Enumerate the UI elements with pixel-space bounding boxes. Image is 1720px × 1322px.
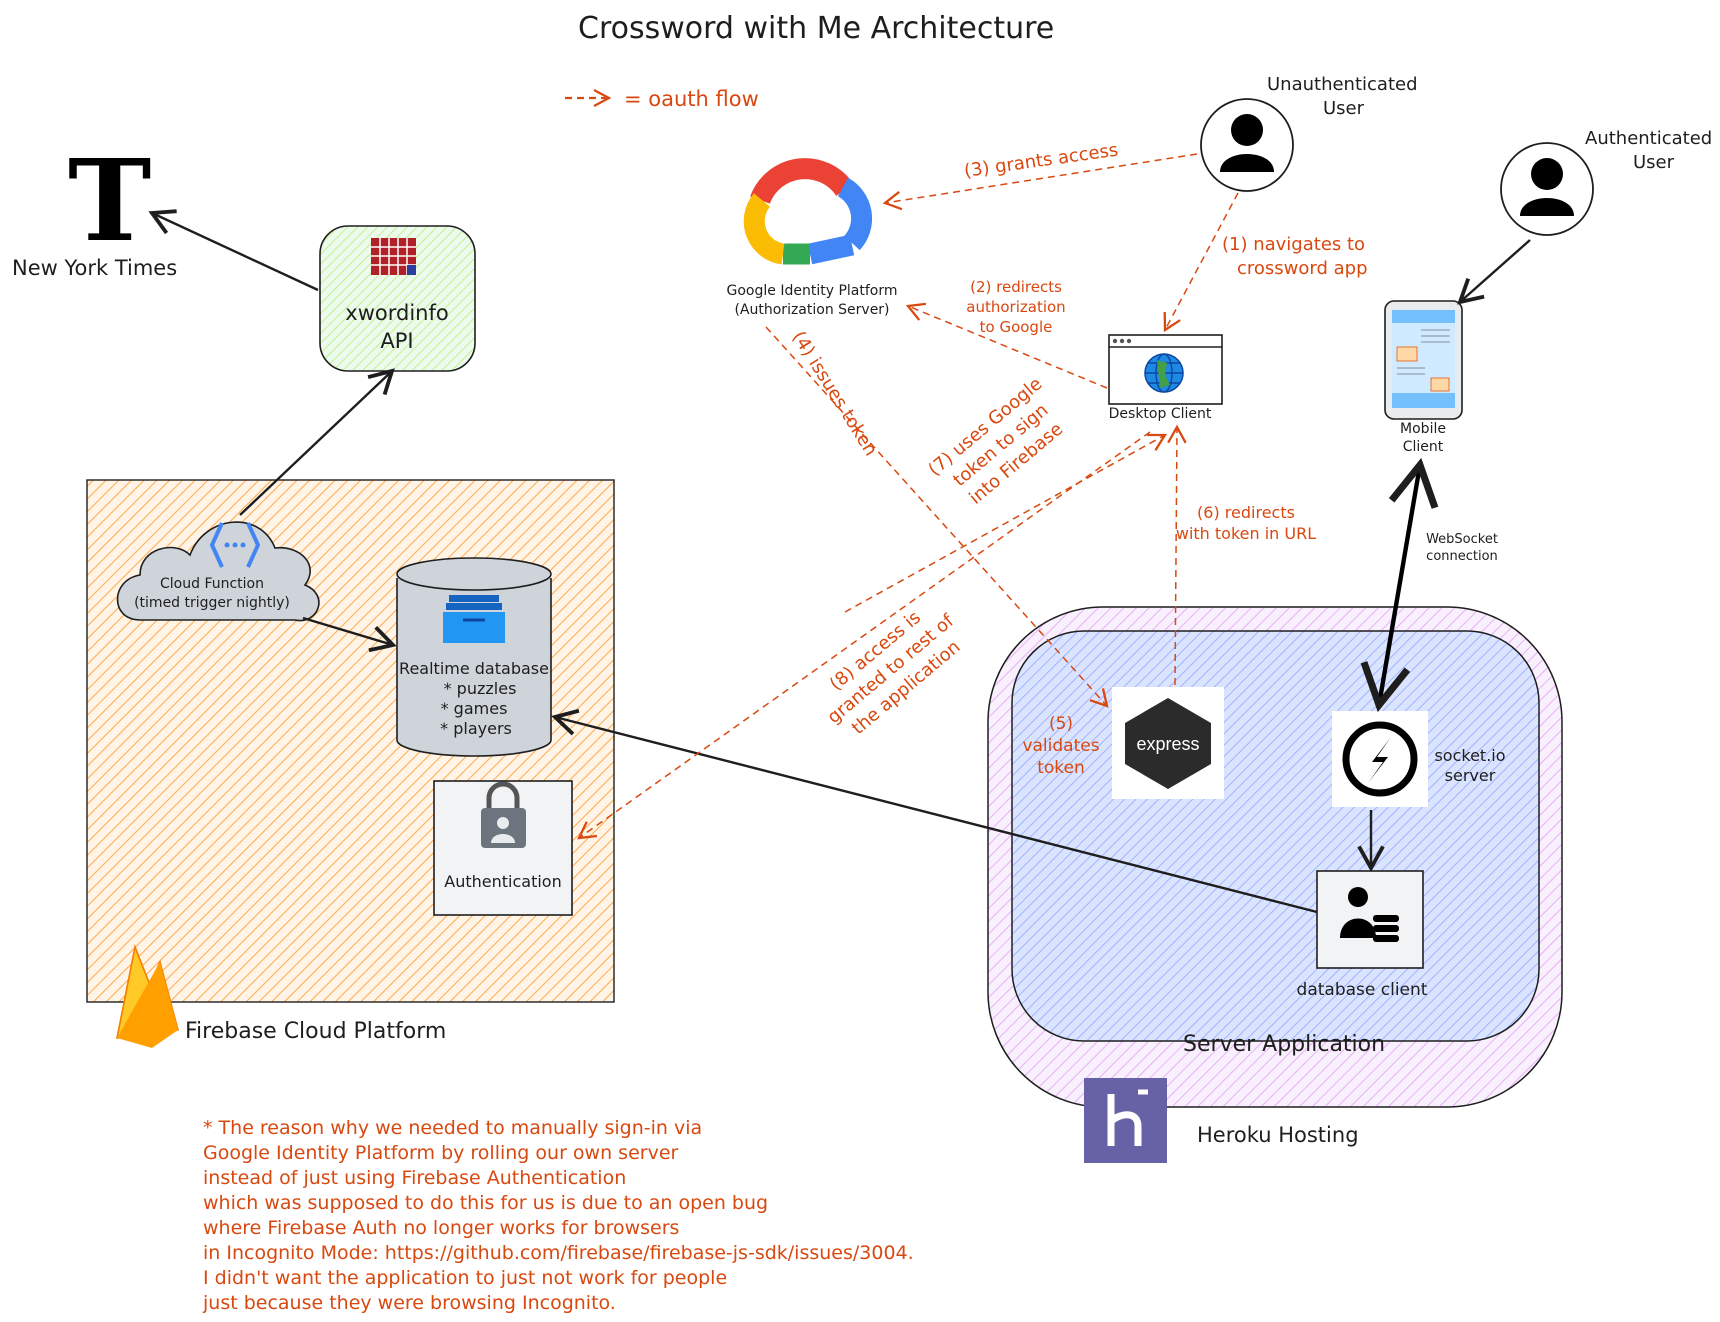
cloud-function-label-line1: Cloud Function <box>160 576 264 592</box>
authenticated-user-icon <box>1500 142 1594 236</box>
server-application-label: Server Application <box>1183 1032 1385 1057</box>
express-node: express <box>1112 687 1224 799</box>
realtime-db-title: Realtime database <box>399 659 549 678</box>
cloud-function-node: Cloud Function (timed trigger nightly) <box>116 521 320 622</box>
mobile-client-node: Mobile Client <box>1384 300 1463 455</box>
unauthenticated-user-icon <box>1200 98 1294 192</box>
step1-label-line1: (1) navigates to <box>1222 234 1365 255</box>
websocket-connection-arrow <box>1360 457 1439 713</box>
step2-label-line1: (2) redirects <box>970 278 1062 296</box>
user-database-icon <box>1340 887 1399 942</box>
step5-label-line1: (5) <box>1049 714 1073 734</box>
socket-io-label-line2: server <box>1445 766 1496 785</box>
realtime-db-item-puzzles: * puzzles <box>444 679 517 698</box>
express-logo-icon <box>1125 698 1211 789</box>
heroku-hosting-label: Heroku Hosting <box>1197 1123 1359 1147</box>
realtime-database-node: Realtime database * puzzles * games * pl… <box>396 557 552 757</box>
websocket-label-line1: WebSocket <box>1426 532 1498 547</box>
cloud-function-label-line2: (timed trigger nightly) <box>134 595 290 611</box>
websocket-label-line2: connection <box>1426 549 1498 564</box>
step3-label: (3) grants access <box>963 140 1120 182</box>
unauthenticated-user-label-line2: User <box>1323 98 1365 119</box>
footnote: * The reason why we needed to manually s… <box>202 1117 914 1314</box>
step1-arrow <box>1163 192 1239 333</box>
authentication-label: Authentication <box>444 872 561 891</box>
oauth-legend: = oauth flow <box>565 87 759 111</box>
heroku-logo-icon <box>1084 1078 1167 1163</box>
server-application-region <box>1011 630 1540 1042</box>
footnote-line-3: instead of just using Firebase Authentic… <box>203 1167 626 1189</box>
step1-label-line2: crossword app <box>1237 258 1368 279</box>
step6-label-line2: with token in URL <box>1176 524 1316 543</box>
express-label: express <box>1136 734 1199 754</box>
globe-icon <box>1144 353 1184 393</box>
realtime-db-item-games: * games <box>441 699 508 718</box>
diagram-title: Crossword with Me Architecture <box>578 11 1054 46</box>
mobile-client-label-line2: Client <box>1403 439 1444 455</box>
xwordinfo-label-line2: API <box>380 329 413 353</box>
authenticated-user-label-line2: User <box>1633 152 1675 173</box>
step7-arrow <box>844 433 1168 613</box>
lock-user-icon <box>481 781 526 848</box>
cloud-function-to-db-arrow <box>302 616 397 653</box>
authenticated-user-label-line1: Authenticated <box>1585 128 1712 149</box>
authentication-node: Authentication <box>433 780 573 916</box>
footnote-line-1: * The reason why we needed to manually s… <box>203 1117 702 1139</box>
step4-arrow <box>765 326 1109 708</box>
cloud-function-icon <box>209 522 261 568</box>
cloud-function-to-xwordinfo-arrow <box>239 368 395 516</box>
nyt-logo-icon: T <box>68 136 151 267</box>
socket-io-logo-icon <box>1342 721 1418 797</box>
nyt-label: New York Times <box>12 256 177 280</box>
realtime-db-item-players: * players <box>440 719 512 738</box>
step2-label-line3: to Google <box>980 318 1053 336</box>
step8-arrow <box>577 431 1151 840</box>
firebase-platform-label: Firebase Cloud Platform <box>185 1019 446 1044</box>
unauthenticated-user-label-line1: Unauthenticated <box>1267 74 1418 95</box>
step3-arrow <box>882 153 1198 211</box>
oauth-flow-arrows <box>577 153 1239 840</box>
google-identity-label-line1: Google Identity Platform <box>727 283 898 299</box>
step6-label-line1: (6) redirects <box>1197 503 1295 522</box>
footnote-line-6: in Incognito Mode: https://github.com/fi… <box>203 1242 914 1264</box>
google-identity-label-line2: (Authorization Server) <box>734 302 889 318</box>
firebase-flame-icon <box>115 944 180 1048</box>
database-archive-icon <box>443 595 505 643</box>
xwordinfo-api-node: xwordinfo API <box>319 225 476 372</box>
solid-connectors <box>148 209 1531 914</box>
mobile-client-label-line1: Mobile <box>1400 421 1446 437</box>
footnote-line-5: where Firebase Auth no longer works for … <box>203 1217 679 1239</box>
google-cloud-logo-icon <box>743 158 873 265</box>
desktop-client-label: Desktop Client <box>1109 406 1212 422</box>
oauth-legend-label: = oauth flow <box>624 87 759 111</box>
crossword-grid-icon <box>371 238 416 275</box>
step5-label-line3: token <box>1037 758 1085 778</box>
authenticated-user-to-mobile-arrow <box>1457 239 1531 305</box>
step5-label-line2: validates <box>1022 736 1099 756</box>
svg-text:T: T <box>68 136 151 267</box>
desktop-client-node: Desktop Client <box>1108 334 1223 422</box>
xwordinfo-to-nyt-arrow <box>148 209 319 292</box>
footnote-line-2: Google Identity Platform by rolling our … <box>203 1142 679 1164</box>
step2-label-line2: authorization <box>966 298 1065 316</box>
footnote-line-8: just because they were browsing Incognit… <box>202 1292 616 1314</box>
footnote-line-4: which was supposed to do this for us is … <box>203 1192 768 1214</box>
socket-io-node: socket.io server <box>1332 711 1506 807</box>
socket-io-label-line1: socket.io <box>1434 746 1505 765</box>
database-client-node: database client <box>1297 870 1428 1000</box>
xwordinfo-label-line1: xwordinfo <box>345 301 448 325</box>
database-client-label: database client <box>1297 980 1428 1000</box>
footnote-line-7: I didn't want the application to just no… <box>203 1267 727 1289</box>
step4-label: (4) issues token <box>788 328 882 460</box>
db-client-to-db-arrow <box>551 708 1318 914</box>
